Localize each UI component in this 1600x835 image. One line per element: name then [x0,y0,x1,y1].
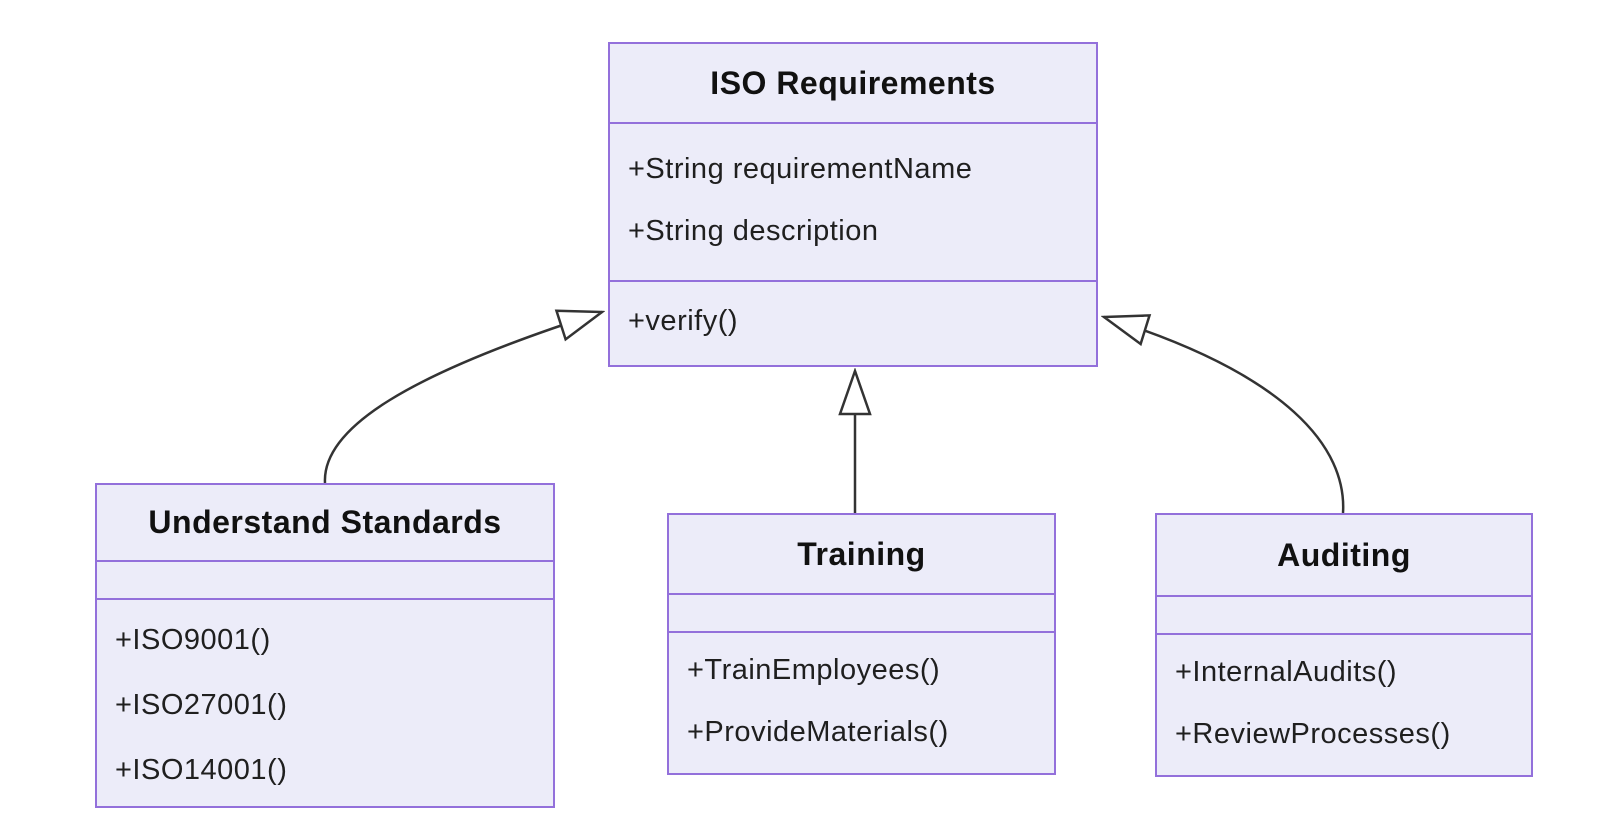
class-understand-standards: Understand Standards +ISO9001() +ISO2700… [95,483,555,808]
methods-compartment: +verify() [610,280,1096,365]
class-method: +ISO14001() [115,754,288,786]
inheritance-arrow-auditing [1104,317,1345,514]
class-title: Auditing [1277,536,1411,573]
class-title: Understand Standards [148,504,502,540]
methods-compartment: +InternalAudits() +ReviewProcesses() [1157,633,1531,775]
class-method: +InternalAudits() [1175,656,1398,688]
class-method: +TrainEmployees() [687,654,941,686]
methods-compartment: +TrainEmployees() +ProvideMaterials() [669,631,1054,773]
class-training: Training +TrainEmployees() +ProvideMater… [667,513,1056,775]
class-attribute: +String description [628,215,879,247]
attributes-compartment [1157,595,1531,633]
attributes-compartment: +String requirementName +String descript… [610,122,1096,280]
inheritance-arrow-understand-standards [323,312,602,484]
class-title: ISO Requirements [710,64,996,101]
methods-compartment: +ISO9001() +ISO27001() +ISO14001() [97,598,553,806]
class-method: +ReviewProcesses() [1175,718,1451,750]
class-method: +ProvideMaterials() [687,716,949,748]
class-iso-requirements: ISO Requirements +String requirementName… [608,42,1098,367]
attributes-compartment [669,593,1054,631]
class-title: Training [797,535,926,572]
class-method: +ISO27001() [115,689,288,721]
attributes-compartment [97,560,553,598]
class-method: +ISO9001() [115,624,271,656]
class-method: +verify() [628,305,739,337]
class-auditing: Auditing +InternalAudits() +ReviewProces… [1155,513,1533,777]
class-attribute: +String requirementName [628,153,973,185]
